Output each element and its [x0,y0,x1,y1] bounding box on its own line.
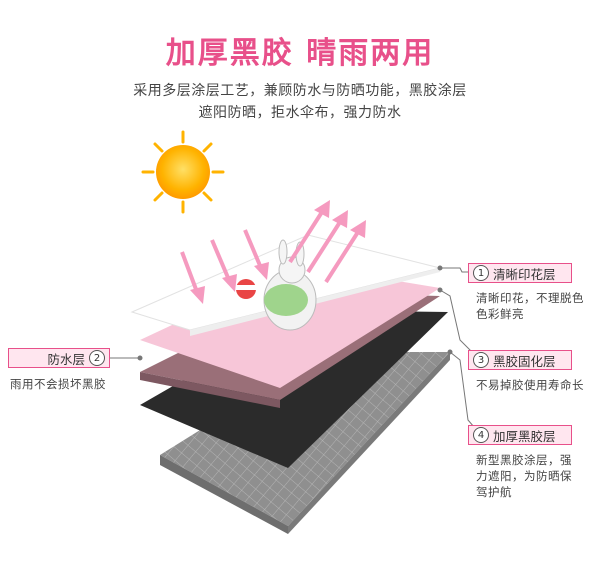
layer-3-description: 不易掉胶使用寿命长 [476,378,584,392]
layer-1-title: 清晰印花层 [493,266,556,282]
layer-2-title: 防水层 [47,351,85,367]
layer-3-number: 3 [473,352,489,368]
layer-3-title: 黑胶固化层 [493,353,556,369]
subtitle-line-2: 遮阳防晒，拒水伞布，强力防水 [198,105,402,121]
subtitle-line-1: 采用多层涂层工艺，兼顾防水与防晒功能，黑胶涂层 [133,83,467,99]
layer-4-number: 4 [473,427,489,443]
layer-4-description: 新型黑胶涂层，强 力遮阳，为防晒保 驾护航 [476,453,572,499]
sun-icon [141,130,225,214]
layer-2-label: 防水层 2 [8,348,110,368]
layer-4-label: 4 加厚黑胶层 [468,425,572,445]
layer-1-description: 清晰印花，不理脱色 色彩鲜亮 [476,291,584,321]
layer-1-number: 1 [473,265,489,281]
clear-print-layer [130,234,441,336]
layer-1-label: 1 清晰印花层 [468,263,572,283]
rabbit-illustration [236,239,317,331]
layer-2-description: 雨用不会损坏黑胶 [10,377,106,391]
incoming-light-arrows [180,229,269,304]
reflected-light-arrows [288,200,366,284]
page-title: 加厚黑胶 晴雨两用 [165,36,435,71]
layer-2-number: 2 [89,350,105,366]
layer-4-title: 加厚黑胶层 [493,428,556,444]
layer-3-label: 3 黑胶固化层 [468,350,572,370]
